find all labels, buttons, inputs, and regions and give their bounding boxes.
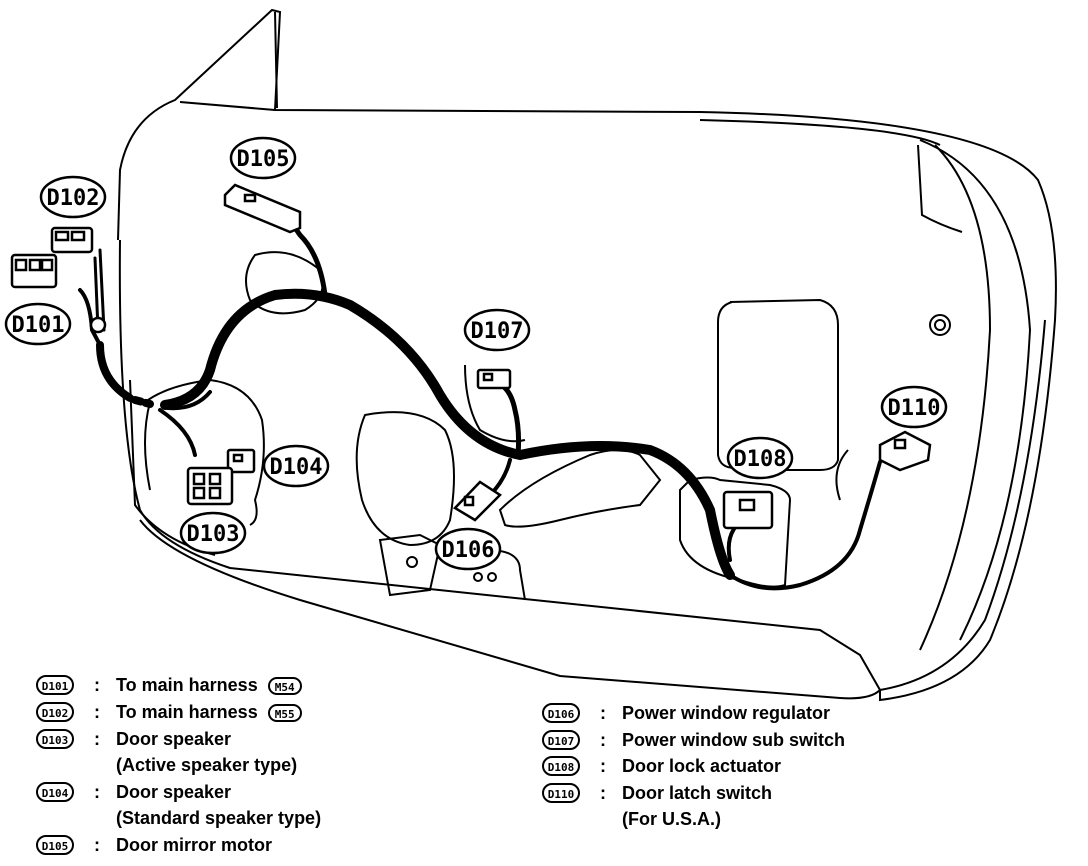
callout-d104: D104	[262, 444, 330, 488]
svg-text:D104: D104	[270, 455, 323, 480]
legend-colon: :	[600, 730, 606, 750]
svg-text:D101: D101	[12, 313, 65, 338]
legend-desc-sub: (For U.S.A.)	[622, 809, 721, 829]
connector-d101	[10, 253, 107, 334]
legend-colon: :	[94, 729, 100, 749]
code-badge: D102	[36, 702, 74, 722]
connector-d108	[722, 490, 774, 530]
code-badge: D108	[542, 756, 580, 776]
callout-d106: D106	[434, 527, 502, 571]
legend-desc: Door mirror motor	[116, 835, 273, 855]
ref-badge: M55	[267, 704, 302, 723]
callout-labels: D102 D101 D105 D107 D104 D103 D106 D108	[4, 136, 948, 571]
callout-d108: D108	[726, 436, 794, 480]
legend-desc-sub: (Active speaker type)	[116, 755, 298, 775]
legend-desc: To main harness M55	[116, 699, 302, 725]
connector-d107	[476, 368, 512, 390]
legend-colon: :	[94, 702, 100, 722]
connector-d102	[50, 226, 94, 254]
ref-badge: M54	[267, 677, 302, 696]
legend-desc: Door speaker	[116, 782, 232, 802]
legend-desc-text: To main harness	[116, 675, 258, 695]
connector-d105	[223, 183, 302, 234]
legend-colon: :	[600, 783, 606, 803]
callout-d101: D101	[4, 302, 72, 346]
svg-text:D108: D108	[734, 447, 787, 472]
legend-desc: Door lock actuator	[622, 756, 782, 776]
svg-text:D110: D110	[888, 396, 941, 421]
legend-desc-sub: (Standard speaker type)	[116, 808, 322, 828]
svg-text:D106: D106	[442, 538, 495, 563]
legend-colon: :	[94, 782, 100, 802]
svg-text:D103: D103	[187, 522, 240, 547]
svg-text:D107: D107	[471, 319, 524, 344]
legend-colon: :	[600, 703, 606, 723]
connector-d103	[186, 466, 234, 506]
code-badge: D105	[36, 835, 74, 855]
legend-desc: Power window regulator	[622, 703, 831, 723]
svg-text:D105: D105	[237, 147, 290, 172]
code-badge: D103	[36, 729, 74, 749]
connector-d106	[453, 480, 502, 522]
svg-text:D102: D102	[47, 186, 100, 211]
callout-d110: D110	[880, 385, 948, 429]
legend-desc-text: To main harness	[116, 702, 258, 722]
legend-desc: To main harness M54	[116, 672, 302, 698]
legend-colon: :	[94, 835, 100, 855]
code-badge: D107	[542, 730, 580, 750]
legend-colon: :	[94, 675, 100, 695]
connector-d110	[878, 430, 932, 472]
callout-d105: D105	[229, 136, 297, 180]
door-panel-outline	[117, 8, 1057, 702]
callout-d107: D107	[463, 308, 531, 352]
code-badge: D101	[36, 675, 74, 695]
connector-shapes	[10, 183, 932, 530]
legend-colon: :	[600, 756, 606, 776]
legend-desc: Power window sub switch	[622, 730, 846, 750]
code-badge: D104	[36, 782, 74, 802]
legend-desc: Door latch switch	[622, 783, 773, 803]
callout-d102: D102	[39, 175, 107, 219]
code-badge: D110	[542, 783, 580, 803]
connector-d104	[226, 448, 256, 474]
callout-d103: D103	[179, 511, 247, 555]
legend-desc: Door speaker	[116, 729, 232, 749]
code-badge: D106	[542, 703, 580, 723]
